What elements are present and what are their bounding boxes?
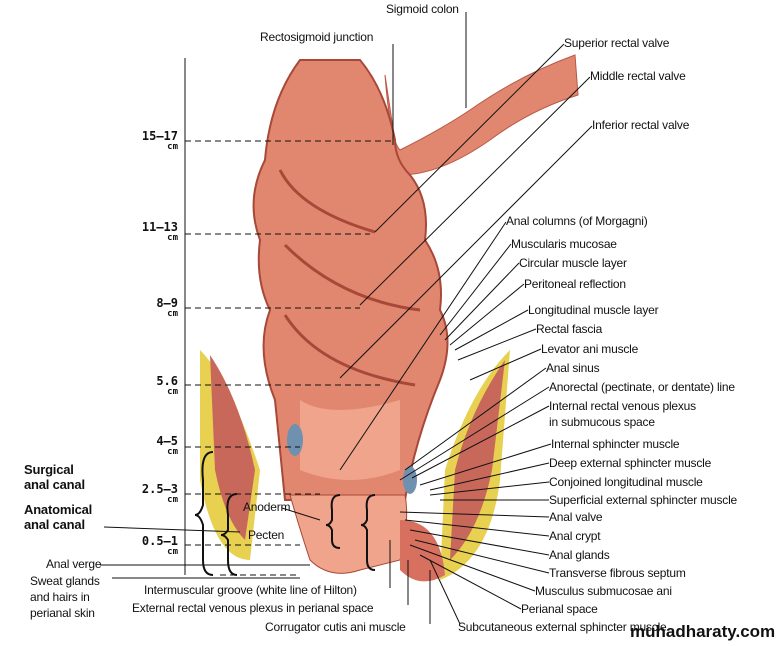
label-subcutaneous-external-sphincter: Subcutaneous external sphincter muscle — [458, 620, 667, 634]
label-anal-verge: Anal verge — [46, 557, 102, 571]
label-levator-ani: Levator ani muscle — [541, 342, 639, 356]
label-line: Sweat glands — [30, 574, 100, 588]
label-line: Surgical — [24, 462, 74, 477]
measure-unit: cm — [167, 447, 178, 457]
label-sigmoid-colon: Sigmoid colon — [386, 2, 459, 16]
label-external-rectal-plexus: External rectal venous plexus in periana… — [132, 601, 374, 615]
label-transverse-fibrous-septum: Transverse fibrous septum — [549, 566, 686, 580]
label-anal-glands: Anal glands — [549, 548, 610, 562]
label-rectosigmoid-junction: Rectosigmoid junction — [260, 30, 374, 44]
label-conjoined-longitudinal: Conjoined longitudinal muscle — [549, 475, 703, 489]
label-corrugator-cutis-ani: Corrugator cutis ani muscle — [265, 620, 406, 634]
measure-value: 2.5–3 — [141, 482, 178, 496]
measure-value: 15–17 — [141, 129, 178, 143]
label-musculus-submucosae-ani: Musculus submucosae ani — [535, 584, 672, 598]
label-submucous-space: in submucous space — [549, 415, 655, 429]
anal-canal — [289, 494, 408, 574]
label-anal-crypt: Anal crypt — [549, 529, 601, 543]
label-inferior-rectal-valve: Inferior rectal valve — [592, 118, 690, 132]
label-anal-sinus: Anal sinus — [546, 361, 600, 375]
label-longitudinal-muscle: Longitudinal muscle layer — [528, 303, 659, 317]
label-line: anal canal — [24, 477, 85, 492]
label-rectal-fascia: Rectal fascia — [536, 322, 603, 336]
measure-unit: cm — [167, 233, 178, 243]
label-intermuscular-groove: Intermuscular groove (white line of Hilt… — [144, 583, 357, 597]
label-anatomical-anal-canal: Anatomical anal canal — [24, 502, 92, 532]
label-anorectal-line: Anorectal (pectinate, or dentate) line — [549, 380, 735, 394]
label-superior-rectal-valve: Superior rectal valve — [564, 36, 670, 50]
label-sweat-glands: Sweat glands and hairs in perianal skin — [30, 573, 100, 621]
measure-unit: cm — [167, 387, 178, 397]
label-line: anal canal — [24, 517, 85, 532]
measure-value: 5.6 — [156, 374, 178, 388]
sigmoid-colon — [384, 54, 579, 176]
label-peritoneal-reflection: Peritoneal reflection — [524, 277, 626, 291]
label-surgical-anal-canal: Surgical anal canal — [24, 462, 85, 492]
watermark: muhadharaty.com — [630, 622, 776, 641]
label-anal-columns: Anal columns (of Morgagni) — [506, 214, 648, 228]
perianal-skin — [400, 520, 445, 582]
measure-value: 4–5 — [156, 434, 178, 448]
measure-unit: cm — [167, 547, 178, 557]
label-line: and hairs in — [30, 590, 90, 604]
label-pecten: Pecten — [248, 528, 285, 542]
measure-unit: cm — [167, 495, 178, 505]
measure-value: 8–9 — [156, 296, 178, 310]
label-superficial-external-sphincter: Superficial external sphincter muscle — [549, 493, 738, 507]
label-perianal-space: Perianal space — [521, 602, 598, 616]
label-line: Anatomical — [24, 502, 93, 517]
measure-value: 0.5–1 — [141, 534, 178, 548]
label-muscularis-mucosae: Muscularis mucosae — [511, 237, 617, 251]
measure-unit: cm — [167, 309, 178, 319]
label-internal-rectal-plexus: Internal rectal venous plexus — [549, 399, 696, 413]
label-circular-muscle: Circular muscle layer — [519, 256, 627, 270]
measure-unit: cm — [167, 142, 178, 152]
label-deep-external-sphincter: Deep external sphincter muscle — [549, 456, 712, 470]
measure-value: 11–13 — [141, 220, 178, 234]
label-anoderm: Anoderm — [243, 500, 291, 514]
label-internal-sphincter: Internal sphincter muscle — [551, 437, 680, 451]
label-anal-valve: Anal valve — [549, 510, 603, 524]
label-line: perianal skin — [30, 606, 95, 620]
label-middle-rectal-valve: Middle rectal valve — [590, 69, 686, 83]
